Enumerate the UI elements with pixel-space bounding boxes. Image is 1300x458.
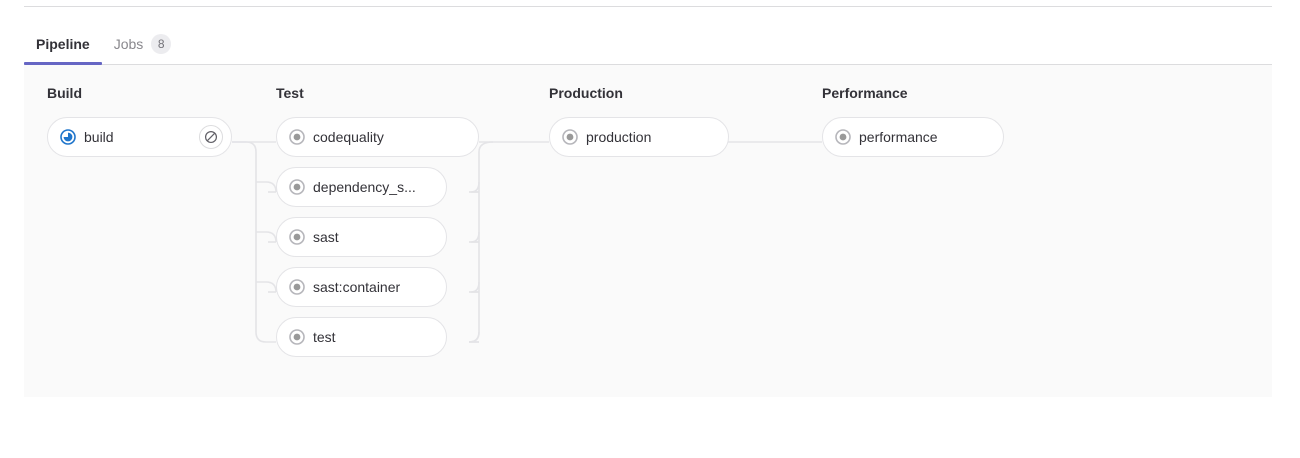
stage-test: Test codequality dep bbox=[276, 85, 479, 357]
cancel-glyph bbox=[204, 130, 218, 144]
job-name-performance: performance bbox=[859, 129, 938, 145]
job-node-build[interactable]: build bbox=[47, 117, 232, 157]
job-name-codequality: codequality bbox=[313, 129, 384, 145]
stage-performance: Performance performance bbox=[822, 85, 1004, 157]
job-node-performance[interactable]: performance bbox=[822, 117, 1004, 157]
job-node-test[interactable]: test bbox=[276, 317, 447, 357]
stage-production-title: Production bbox=[549, 85, 623, 101]
job-node-codequality[interactable]: codequality bbox=[276, 117, 479, 157]
job-node-sast-container[interactable]: sast:container bbox=[276, 267, 447, 307]
stage-build: Build build bbox=[47, 85, 232, 157]
stage-test-title: Test bbox=[276, 85, 304, 101]
stage-build-jobs: build bbox=[47, 117, 232, 157]
stage-performance-title: Performance bbox=[822, 85, 908, 101]
job-node-dependency-scanning[interactable]: dependency_s... bbox=[276, 167, 447, 207]
status-created-icon bbox=[289, 179, 305, 195]
tab-pipeline[interactable]: Pipeline bbox=[24, 24, 102, 65]
pipeline-graph: Build build bbox=[24, 65, 1272, 397]
job-name-production: production bbox=[586, 129, 652, 145]
stage-test-jobs: codequality dependency_s... bbox=[276, 117, 479, 357]
pipeline-graph-panel: Build build bbox=[24, 65, 1272, 397]
job-node-sast[interactable]: sast bbox=[276, 217, 447, 257]
tab-jobs[interactable]: Jobs 8 bbox=[102, 24, 184, 64]
status-created-icon bbox=[562, 129, 578, 145]
top-divider bbox=[24, 6, 1272, 7]
stage-production: Production production bbox=[549, 85, 729, 157]
status-running-icon bbox=[60, 129, 76, 145]
stage-production-jobs: production bbox=[549, 117, 729, 157]
tab-bar: Pipeline Jobs 8 bbox=[24, 24, 1272, 65]
status-created-icon bbox=[289, 329, 305, 345]
tab-jobs-count-badge: 8 bbox=[151, 34, 172, 54]
stage-performance-jobs: performance bbox=[822, 117, 1004, 157]
job-node-production[interactable]: production bbox=[549, 117, 729, 157]
cancel-icon[interactable] bbox=[199, 125, 223, 149]
job-name-sast-container: sast:container bbox=[313, 279, 401, 295]
stage-build-title: Build bbox=[47, 85, 82, 101]
job-name-dependency-scanning: dependency_s... bbox=[313, 179, 416, 195]
status-created-icon bbox=[289, 129, 305, 145]
status-created-icon bbox=[835, 129, 851, 145]
job-name-test: test bbox=[313, 329, 336, 345]
status-created-icon bbox=[289, 229, 305, 245]
job-name-sast: sast bbox=[313, 229, 339, 245]
tab-jobs-label: Jobs bbox=[113, 36, 144, 52]
status-created-icon bbox=[289, 279, 305, 295]
tab-pipeline-label: Pipeline bbox=[36, 36, 90, 52]
job-name-build: build bbox=[84, 129, 114, 145]
